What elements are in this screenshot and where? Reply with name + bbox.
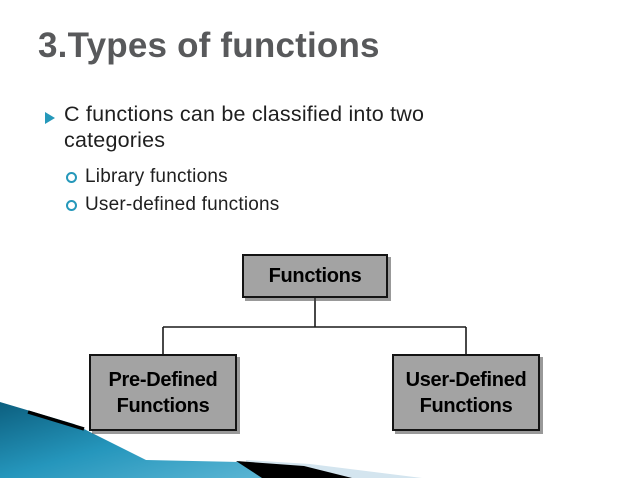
circle-bullet-icon	[66, 200, 77, 211]
main-bullet-line: categories	[64, 128, 166, 152]
sub-bullet-item: Library functions	[66, 164, 228, 190]
arrow-bullet-icon	[45, 112, 55, 124]
black-accent-line	[27, 410, 85, 431]
diagram-box-predefined: Pre-Defined Functions	[89, 354, 237, 431]
diagram-box-functions: Functions	[242, 254, 388, 298]
diagram-box-userdefined: User-Defined Functions	[392, 354, 540, 431]
teal-black-divider	[238, 460, 266, 478]
diagram-box-label-line: Functions	[116, 394, 210, 417]
sub-bullet-item: User-defined functions	[66, 192, 280, 218]
diagram-box-label-line: Functions	[419, 394, 513, 417]
diagram-box-label-line: User-Defined	[405, 368, 527, 391]
diagram-box-label-line: Pre-Defined	[108, 368, 218, 391]
main-bullet-text: C functions can be classified into two c…	[64, 101, 424, 153]
sub-bullet-label: User-defined functions	[85, 194, 280, 215]
sub-bullet-label: Library functions	[85, 166, 228, 187]
slide-title: 3.Types of functions	[38, 26, 380, 65]
pale-blue-swoosh	[246, 460, 422, 478]
black-swoosh	[236, 461, 352, 478]
circle-bullet-icon	[66, 172, 77, 183]
diagram-box-label: Functions	[268, 265, 362, 287]
main-bullet-line: C functions can be classified into two	[64, 102, 425, 126]
